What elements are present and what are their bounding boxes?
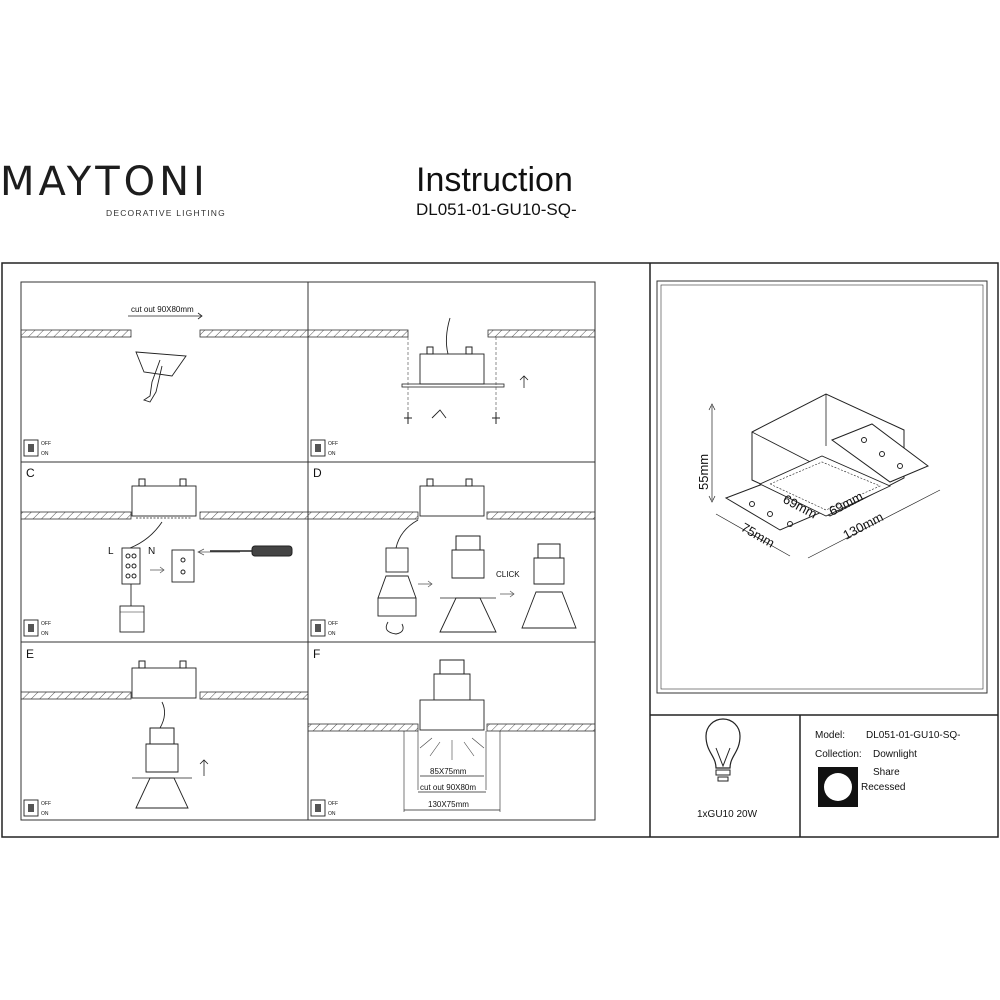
dim-85x75: 85X75mm — [430, 767, 467, 776]
step-e-letter: E — [26, 647, 34, 661]
svg-text:Model:: Model: — [815, 730, 845, 741]
dim-130x75: 130X75mm — [428, 800, 469, 809]
svg-text:OFF: OFF — [328, 441, 338, 447]
page-title: Instruction — [416, 161, 573, 199]
dim-cutout: cut out 90X80m — [420, 783, 476, 792]
svg-text:ON: ON — [328, 811, 336, 817]
step-d-letter: D — [313, 466, 322, 480]
svg-text:OFF: OFF — [328, 801, 338, 807]
svg-text:ON: ON — [41, 811, 49, 817]
spec-collection: Downlight — [873, 749, 917, 760]
click-label: CLICK — [496, 570, 520, 579]
switch-icon-b: OFF ON — [310, 439, 338, 457]
svg-text:OFF: OFF — [41, 441, 51, 447]
step-e-panel: E — [20, 647, 309, 809]
switch-icon-f: OFF ON — [310, 799, 338, 817]
switch-icon-c: OFF ON — [23, 619, 51, 637]
length-dim: 130mm — [840, 509, 885, 543]
spec-mount: Recessed — [861, 782, 905, 793]
model-number: DL051-01-GU10-SQ- — [416, 200, 577, 219]
svg-text:OFF: OFF — [41, 621, 51, 627]
svg-text:Collection:: Collection: — [815, 749, 862, 760]
svg-text:ON: ON — [41, 631, 49, 637]
step-a-panel: cut out 90X80mm — [20, 305, 309, 403]
lamp-label: 1xGU10 20W — [697, 809, 758, 820]
bulb-icon — [705, 718, 741, 769]
step-d-panel: D CLICK — [307, 466, 596, 635]
switch-icon-d: OFF ON — [310, 619, 338, 637]
outer-frame — [1, 262, 999, 838]
product-frame — [656, 280, 988, 694]
switch-icon-a: OFF ON — [23, 439, 51, 457]
spec-shape: Share — [873, 767, 900, 778]
svg-text:ON: ON — [328, 631, 336, 637]
switch-icon-e: OFF ON — [23, 799, 51, 817]
svg-text:ON: ON — [328, 451, 336, 457]
neutral-label: N — [148, 546, 155, 557]
product-drawing: 55mm 75mm 130mm 69mm 69mm — [696, 393, 941, 559]
step-f-letter: F — [313, 647, 320, 661]
cutout-label: cut out 90X80mm — [131, 305, 194, 314]
svg-text:ON: ON — [41, 451, 49, 457]
svg-text:OFF: OFF — [328, 621, 338, 627]
product-specs: Model: DL051-01-GU10-SQ- Collection: Dow… — [815, 730, 960, 807]
spec-model: DL051-01-GU10-SQ- — [866, 730, 960, 741]
brand-tagline: DECORATIVE LIGHTING — [106, 208, 226, 218]
live-label: L — [108, 546, 114, 557]
brand-name: MAYTONI — [0, 159, 209, 205]
step-f-panel: F 85X75mm cut out 90X80m 130X75mm — [307, 647, 596, 812]
step-b-panel — [307, 317, 596, 424]
step-c-letter: C — [26, 466, 35, 480]
step-c-panel: C L N — [20, 466, 309, 633]
height-dim: 55mm — [696, 454, 711, 490]
lamp-spec: 1xGU10 20W — [697, 718, 758, 820]
svg-text:OFF: OFF — [41, 801, 51, 807]
